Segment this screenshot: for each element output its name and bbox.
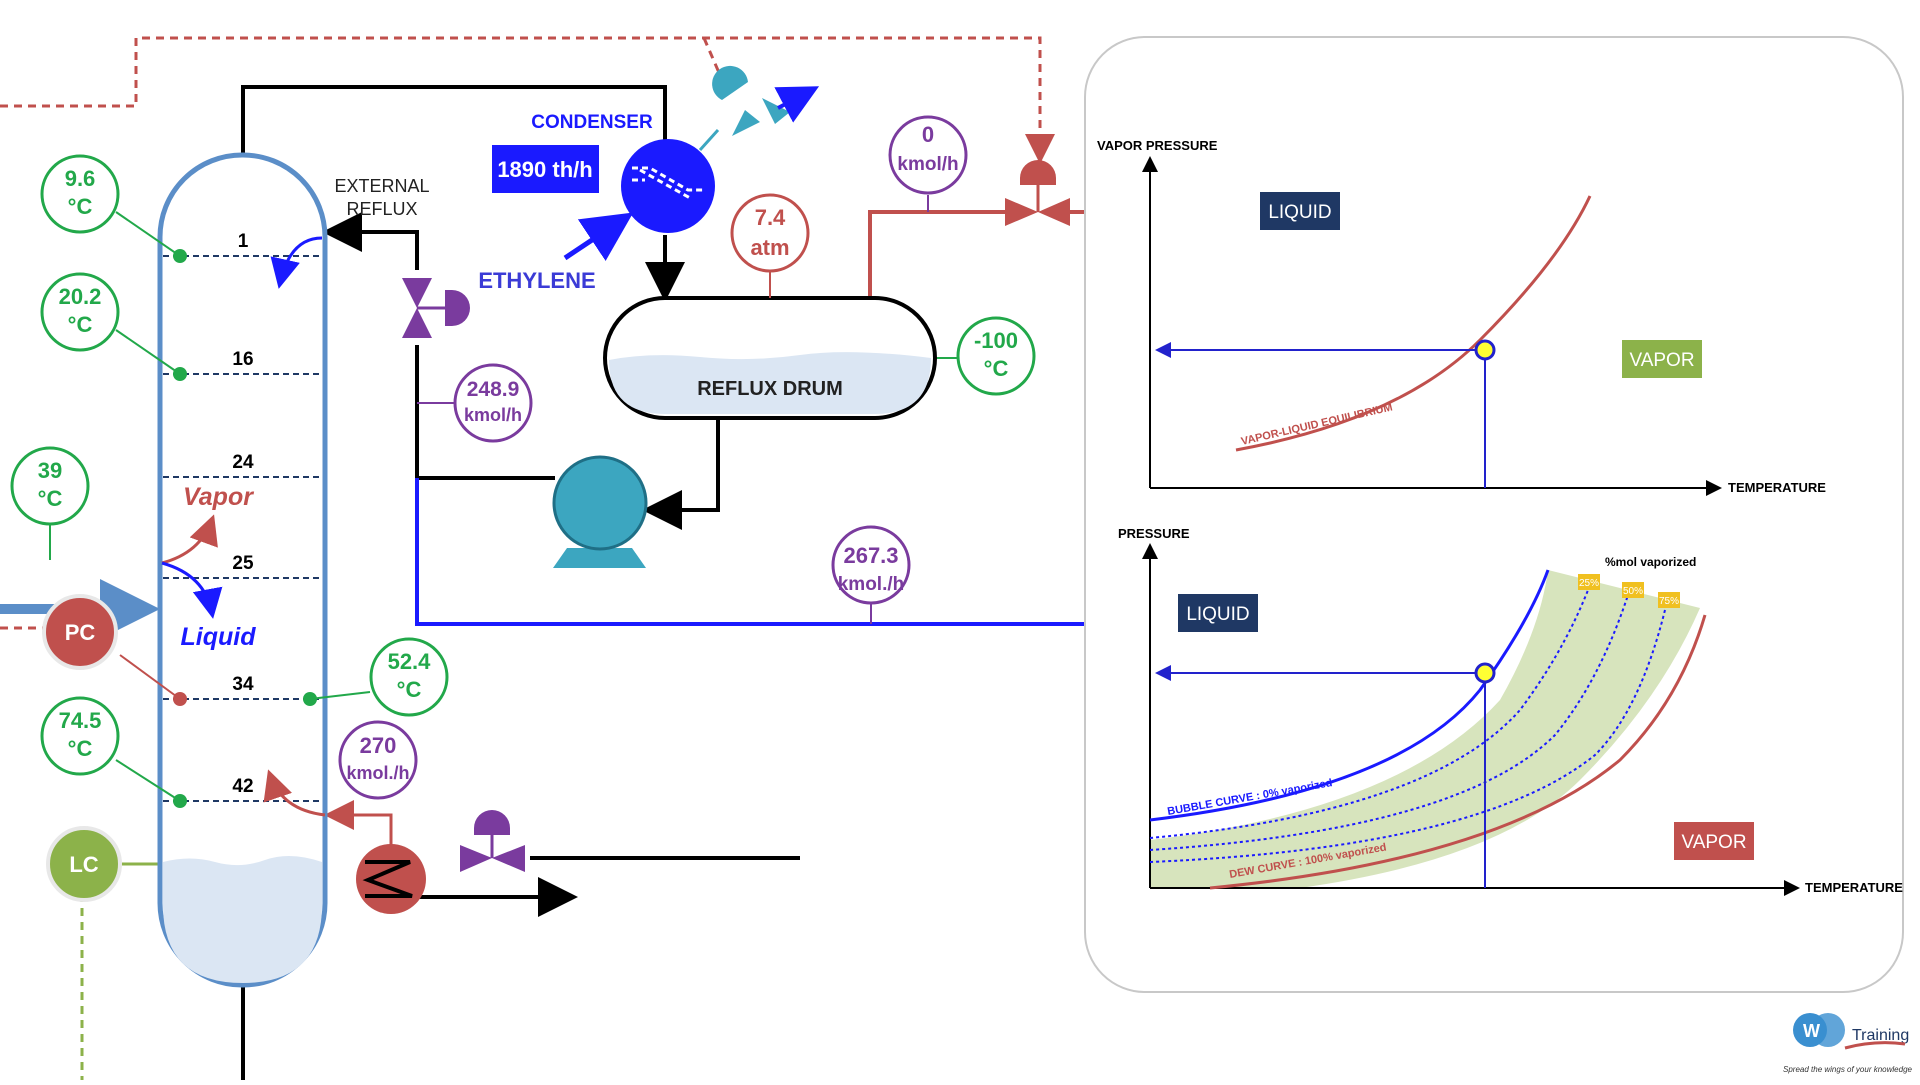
svg-text:kmol/h: kmol/h	[464, 405, 522, 425]
refrigerant-valve	[712, 65, 820, 136]
svg-text:0: 0	[922, 122, 934, 147]
tray-label-16: 16	[232, 349, 253, 370]
vent-control-valve	[1005, 160, 1070, 226]
top-chart-vapor: VAPOR	[1629, 350, 1694, 371]
svg-text:267.3: 267.3	[843, 543, 898, 568]
reflux-drum: REFLUX DRUM	[603, 296, 937, 420]
reboiler	[356, 844, 426, 914]
liquid-label: Liquid	[181, 623, 257, 651]
temperature-indicators: 9.6 °C 20.2 °C 39 °C 52.4 °C 74.5 °C -10…	[10, 154, 1036, 802]
tag-75: 75%	[1659, 596, 1679, 607]
temp-indicator-drum: -100 °C	[956, 316, 1036, 396]
control-signal-lines	[0, 36, 1055, 1080]
quality-curve-50	[1149, 594, 1629, 851]
svg-text:°C: °C	[38, 486, 63, 511]
svg-text:LC: LC	[69, 852, 98, 877]
top-chart-xlabel: TEMPERATURE	[1728, 480, 1826, 495]
temp-indicator-feed: 39 °C	[10, 446, 90, 526]
svg-text:°C: °C	[68, 194, 93, 219]
condenser-label: CONDENSER	[531, 112, 653, 133]
condenser-duty: 1890 th/h	[497, 157, 592, 182]
flow-indicator-distillate: 267.3 kmol./h	[831, 525, 911, 624]
bottom-chart-xlabel: TEMPERATURE	[1805, 880, 1903, 895]
svg-text:PC: PC	[65, 620, 96, 645]
tray-label-34: 34	[232, 674, 254, 695]
reflux-pump	[552, 455, 648, 568]
top-chart-ylabel: VAPOR PRESSURE	[1097, 138, 1218, 153]
svg-text:atm: atm	[750, 235, 789, 260]
svg-text:7.4: 7.4	[755, 205, 786, 230]
distillation-column: 1 16 24 25 34 42 Vapor Liquid	[157, 152, 328, 988]
tray-label-25: 25	[232, 553, 254, 574]
svg-text:°C: °C	[397, 677, 422, 702]
svg-text:52.4: 52.4	[388, 649, 432, 674]
svg-text:20.2: 20.2	[59, 284, 102, 309]
controllers: PC LC	[42, 594, 181, 902]
tray-label-42: 42	[232, 776, 253, 797]
level-controller: LC	[46, 826, 122, 902]
logo-tagline: Spread the wings of your knowledge	[1783, 1065, 1913, 1074]
svg-text:kmol./h: kmol./h	[838, 574, 905, 595]
svg-text:kmol/h: kmol/h	[897, 154, 958, 175]
svg-text:248.9: 248.9	[467, 378, 520, 401]
reflux-drum-label: REFLUX DRUM	[697, 378, 843, 400]
svg-text:39: 39	[38, 458, 62, 483]
svg-text:270: 270	[360, 733, 397, 758]
svg-text:9.6: 9.6	[65, 166, 96, 191]
temp-indicator-tray34: 52.4 °C	[369, 637, 449, 717]
reflux-control-valve	[402, 278, 470, 338]
bottom-chart-liquid: LIQUID	[1186, 604, 1249, 625]
flow-indicator-reflux: 248.9 kmol/h	[417, 363, 533, 443]
svg-text:-100: -100	[974, 328, 1018, 353]
temp-indicator-tray42: 74.5 °C	[40, 696, 120, 776]
piping	[0, 85, 1085, 1080]
vle-curve	[1235, 195, 1592, 452]
tag-25: 25%	[1579, 578, 1599, 589]
svg-text:°C: °C	[68, 736, 93, 761]
external-reflux-label-2: REFLUX	[346, 199, 417, 219]
temp-indicator-tray16: 20.2 °C	[40, 272, 120, 352]
bottom-chart-ylabel: PRESSURE	[1118, 526, 1190, 541]
vapor-label: Vapor	[183, 483, 254, 511]
svg-text:kmol./h: kmol./h	[346, 763, 409, 783]
chart-panel	[1084, 36, 1904, 993]
steam-control-valve	[460, 810, 525, 872]
pressure-controller: PC	[42, 594, 118, 670]
tray-label-1: 1	[238, 231, 249, 252]
quality-curve-75	[1149, 609, 1666, 863]
dew-curve	[1209, 614, 1707, 890]
tag-50: 50%	[1623, 586, 1643, 597]
condenser: CONDENSER 1890 th/h ETHYLENE	[478, 112, 720, 293]
temp-indicator-tray1: 9.6 °C	[40, 154, 120, 234]
company-logo: W Training Spread the wings of your know…	[1783, 1013, 1913, 1074]
svg-text:74.5: 74.5	[59, 708, 102, 733]
ethylene-label: ETHYLENE	[478, 268, 595, 293]
logo-name: Training	[1852, 1027, 1909, 1044]
tray-label-24: 24	[232, 452, 254, 473]
bottom-chart-vapor: VAPOR	[1681, 832, 1746, 853]
svg-text:°C: °C	[984, 356, 1009, 381]
flow-indicator-reboil: 270 kmol./h	[338, 720, 418, 800]
pressure-indicator: 7.4 atm	[730, 193, 810, 298]
external-reflux-label-1: EXTERNAL	[334, 176, 429, 196]
top-chart-liquid: LIQUID	[1268, 202, 1331, 223]
svg-text:°C: °C	[68, 312, 93, 337]
condenser-duty-box	[492, 145, 599, 193]
tray-lines	[163, 255, 322, 802]
svg-text:W: W	[1803, 1021, 1820, 1041]
flow-indicator-vent: 0 kmol/h	[888, 115, 968, 212]
legend-title: %mol vaporized	[1605, 555, 1696, 569]
bubble-curve	[1149, 569, 1550, 822]
